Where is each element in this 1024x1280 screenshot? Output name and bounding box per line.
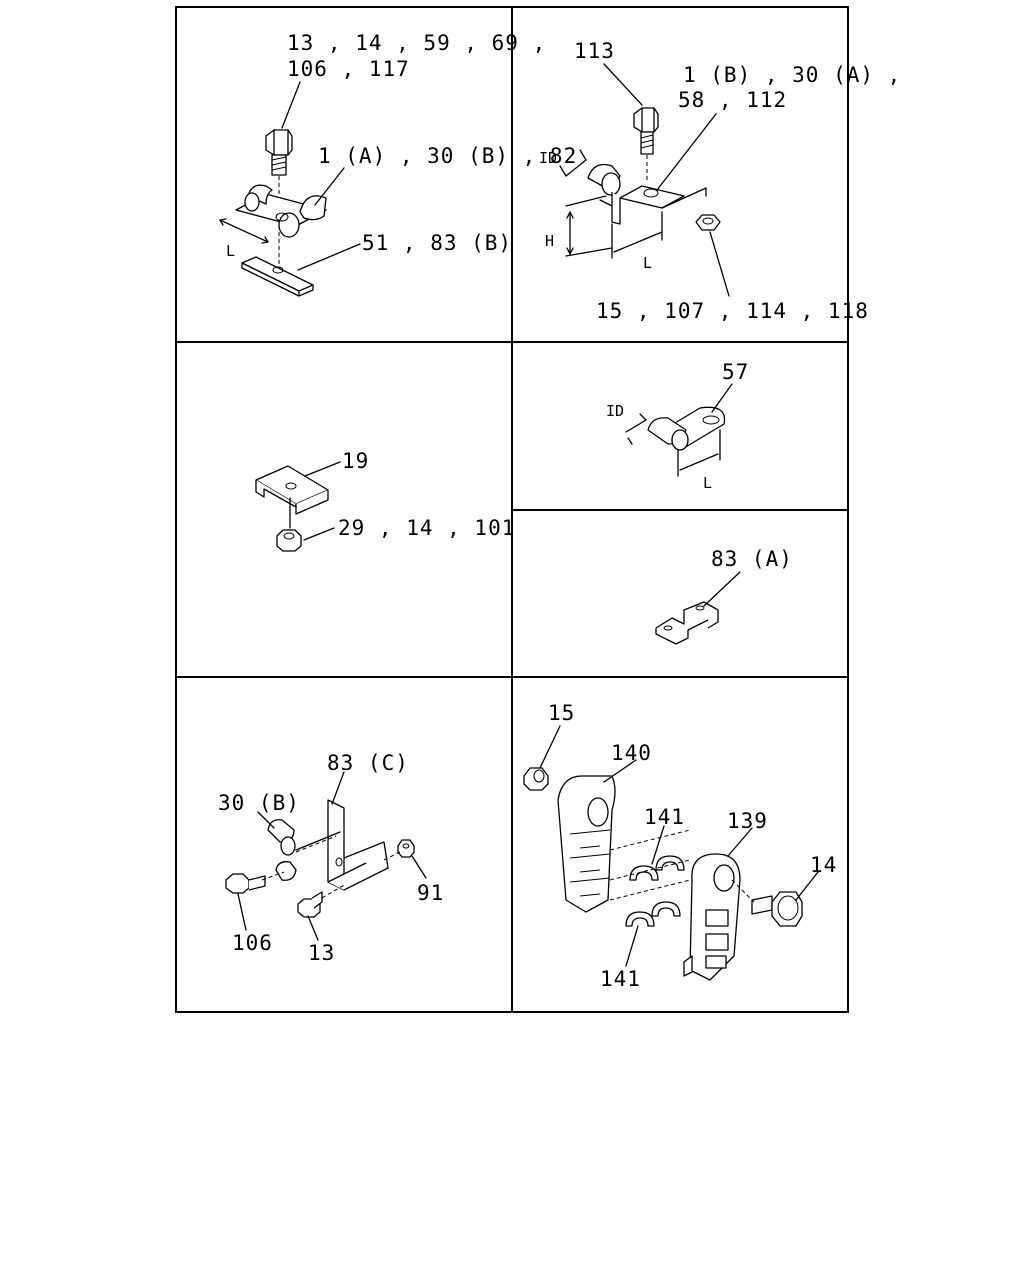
callout-label: 1 (A) , 30 (B) , 82 — [318, 144, 577, 168]
dim-label: L — [643, 254, 652, 272]
callout-label: 57 — [722, 360, 749, 384]
panel-top-left: L 13 , 14 , 59 , 69 , 106 , 117 1 (A) , … — [219, 31, 577, 297]
nut-drawing — [276, 529, 302, 552]
callout-label: 29 , 14 , 101 — [338, 516, 515, 540]
callout-label: 1 (B) , 30 (A) , — [683, 63, 901, 87]
pipe-clamp-drawing — [587, 163, 685, 225]
diagram-grid — [175, 6, 849, 1013]
callout-label: 140 — [611, 741, 652, 765]
callout-label: 51 , 83 (B) — [362, 231, 512, 255]
callout-label: 14 — [810, 853, 837, 877]
panel-bottom-right: 15 140 141 139 14 141 — [523, 701, 837, 991]
dim-label: L — [703, 474, 712, 492]
callout-label: 91 — [417, 881, 444, 905]
plate-drawing — [241, 256, 314, 297]
panel-bottom-left: 83 (C) 30 (B) 91 106 13 — [218, 751, 444, 965]
dim-label: ID — [539, 149, 557, 167]
bracket-drawing — [327, 799, 389, 891]
pipe-clamp-drawing — [647, 406, 726, 451]
panel-top-right: ID H L 113 1 (B) , 30 (A) , 58 , 112 15 … — [539, 39, 901, 323]
callout-label: 15 , 107 , 114 , 118 — [596, 299, 869, 323]
bolt-drawing — [751, 891, 803, 927]
bolt-drawing — [297, 891, 323, 918]
dim-label: ID — [606, 402, 624, 420]
bracket-drawing — [655, 601, 719, 645]
clamp-block-140-drawing — [557, 775, 616, 913]
callout-label: 141 — [644, 805, 685, 829]
pipe-clamp-drawing — [267, 819, 297, 881]
callout-label: 106 , 117 — [287, 57, 410, 81]
nut-drawing — [523, 767, 549, 791]
nut-drawing — [397, 839, 415, 858]
clamp-block-139-drawing — [683, 853, 741, 981]
callout-label: 106 — [232, 931, 273, 955]
callout-label: 58 , 112 — [678, 88, 787, 112]
double-clamp-drawing — [235, 184, 327, 238]
bolt-drawing — [633, 107, 659, 155]
callout-label: 13 — [308, 941, 335, 965]
bolt-drawing — [225, 873, 266, 894]
callout-label: 15 — [548, 701, 575, 725]
callout-label: 141 — [600, 967, 641, 991]
callout-label: 113 — [574, 39, 615, 63]
bolt-drawing — [265, 129, 293, 176]
panel-mid-right-bottom: 83 (A) — [655, 547, 793, 645]
clip-141-drawing — [625, 855, 685, 927]
callout-label: 13 , 14 , 59 , 69 , — [287, 31, 546, 55]
callout-label: 83 (C) — [327, 751, 409, 775]
dim-label: H — [545, 232, 554, 250]
callout-label: 30 (B) — [218, 791, 300, 815]
callout-label: 139 — [727, 809, 768, 833]
dim-label: L — [226, 242, 235, 260]
callout-label: 19 — [342, 449, 369, 473]
bracket-drawing — [255, 465, 329, 515]
panel-mid-right-top: ID L 57 — [606, 360, 749, 492]
callout-label: 83 (A) — [711, 547, 793, 571]
nut-drawing — [695, 214, 721, 231]
panel-mid-left: 19 29 , 14 , 101 — [255, 449, 515, 552]
